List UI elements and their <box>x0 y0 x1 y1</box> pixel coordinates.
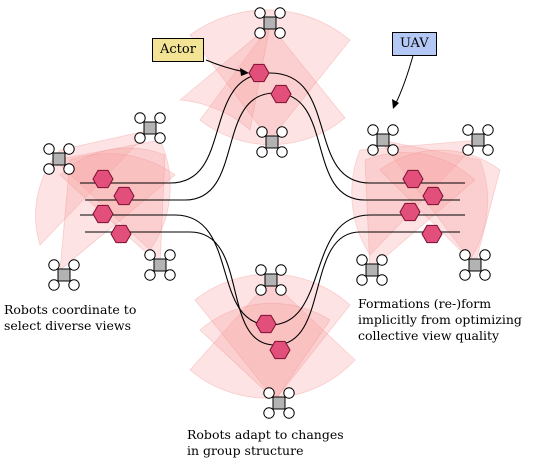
caption-left: Robots coordinate to select diverse view… <box>4 302 137 333</box>
actor-hexagon <box>110 224 132 244</box>
actor-hexagon <box>113 186 135 206</box>
view-cone <box>189 9 351 141</box>
actor-hexagon <box>399 202 421 222</box>
view-cone <box>54 139 171 251</box>
view-cone <box>351 139 482 256</box>
actor-hexagon <box>270 84 292 104</box>
actor-hexagon <box>402 169 424 189</box>
actor-hexagon <box>421 224 443 244</box>
actor-hexagon <box>255 314 277 334</box>
view-cone <box>199 302 331 401</box>
actor-hexagon <box>248 63 270 83</box>
actor-hexagon <box>92 169 114 189</box>
actor-hexagon <box>92 204 114 224</box>
actor-hexagon <box>422 186 444 206</box>
caption-bottom: Robots adapt to changes in group structu… <box>187 427 344 458</box>
pointer-arrows <box>205 51 415 109</box>
view-cone <box>178 23 271 131</box>
actor-label: Actor <box>152 38 204 62</box>
uav-arrow <box>394 51 415 106</box>
uav-label: UAV <box>392 32 437 56</box>
actor-hexagon <box>269 340 291 360</box>
uav-icon <box>462 124 494 156</box>
trajectory-line <box>80 72 465 184</box>
caption-right: Formations (re-)form implicitly from opt… <box>358 296 522 343</box>
uav-icon <box>134 112 166 144</box>
